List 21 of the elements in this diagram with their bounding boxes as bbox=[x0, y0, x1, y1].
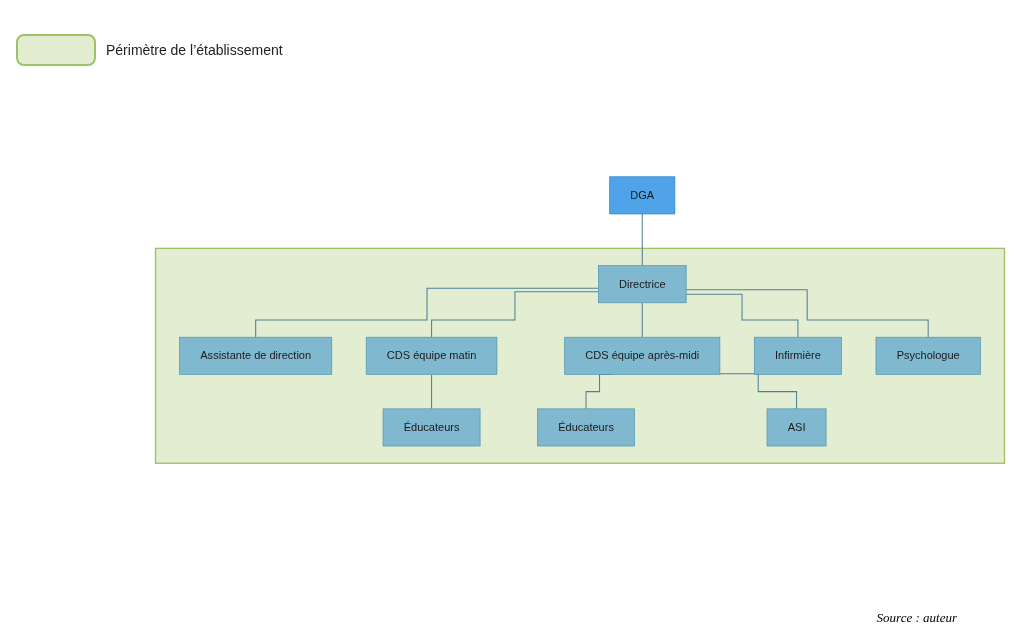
source-caption: Source : auteur bbox=[876, 610, 957, 626]
node-box: Psychologue bbox=[875, 336, 981, 375]
node-box: Éducateurs bbox=[537, 408, 635, 447]
legend-text: Périmètre de l’établissement bbox=[106, 42, 283, 58]
cluster bbox=[154, 247, 1006, 464]
node-box: ASI bbox=[766, 408, 827, 447]
connector bbox=[255, 287, 599, 338]
connector bbox=[685, 289, 929, 338]
node-box: Directrice bbox=[598, 265, 687, 304]
node-box: Infirmière bbox=[753, 336, 842, 375]
node-box: DGA bbox=[609, 176, 676, 215]
connector bbox=[685, 293, 799, 338]
connector bbox=[719, 373, 798, 410]
node-box: CDS équipe après-midi bbox=[564, 336, 721, 375]
node-box: CDS équipe matin bbox=[365, 336, 498, 375]
node-box: Assistante de direction bbox=[179, 336, 333, 375]
connector bbox=[431, 291, 599, 338]
connector bbox=[641, 302, 643, 338]
node-box: Éducateurs bbox=[382, 408, 481, 447]
connector bbox=[431, 373, 433, 410]
connector bbox=[641, 213, 643, 267]
